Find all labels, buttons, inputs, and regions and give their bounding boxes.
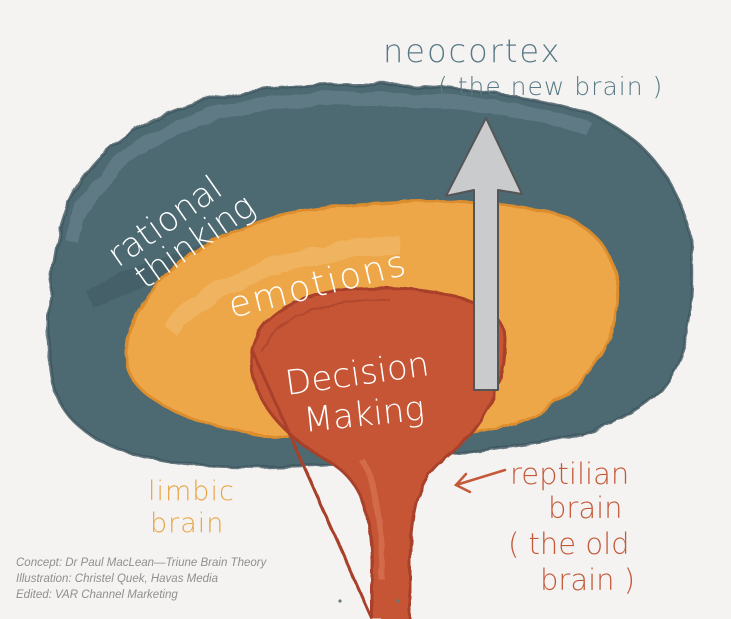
reptilian-brain-label-1: reptilian — [510, 457, 629, 491]
reptilian-brain-label-4: brain ) — [540, 563, 635, 597]
limbic-brain-label-1: limbic — [148, 476, 235, 507]
reptilian-layer — [249, 286, 507, 619]
dot — [338, 599, 342, 603]
neocortex-label: neocortex — [383, 32, 561, 70]
neocortex-sub-label: ( the new brain ) — [438, 72, 663, 101]
dot — [396, 599, 400, 603]
up-arrow-icon — [445, 117, 523, 391]
reptilian-brain-label-3: ( the old — [508, 527, 630, 561]
limbic-brain-label-2: brain — [150, 508, 224, 539]
credit-concept: Concept: Dr Paul MacLean—Triune Brain Th… — [16, 557, 267, 569]
credit-edited: Edited: VAR Channel Marketing — [16, 589, 178, 601]
reptilian-brain-label-2: brain — [548, 491, 623, 525]
left-arrow-icon — [453, 468, 507, 494]
credit-illustration: Illustration: Christel Quek, Havas Media — [16, 573, 218, 585]
